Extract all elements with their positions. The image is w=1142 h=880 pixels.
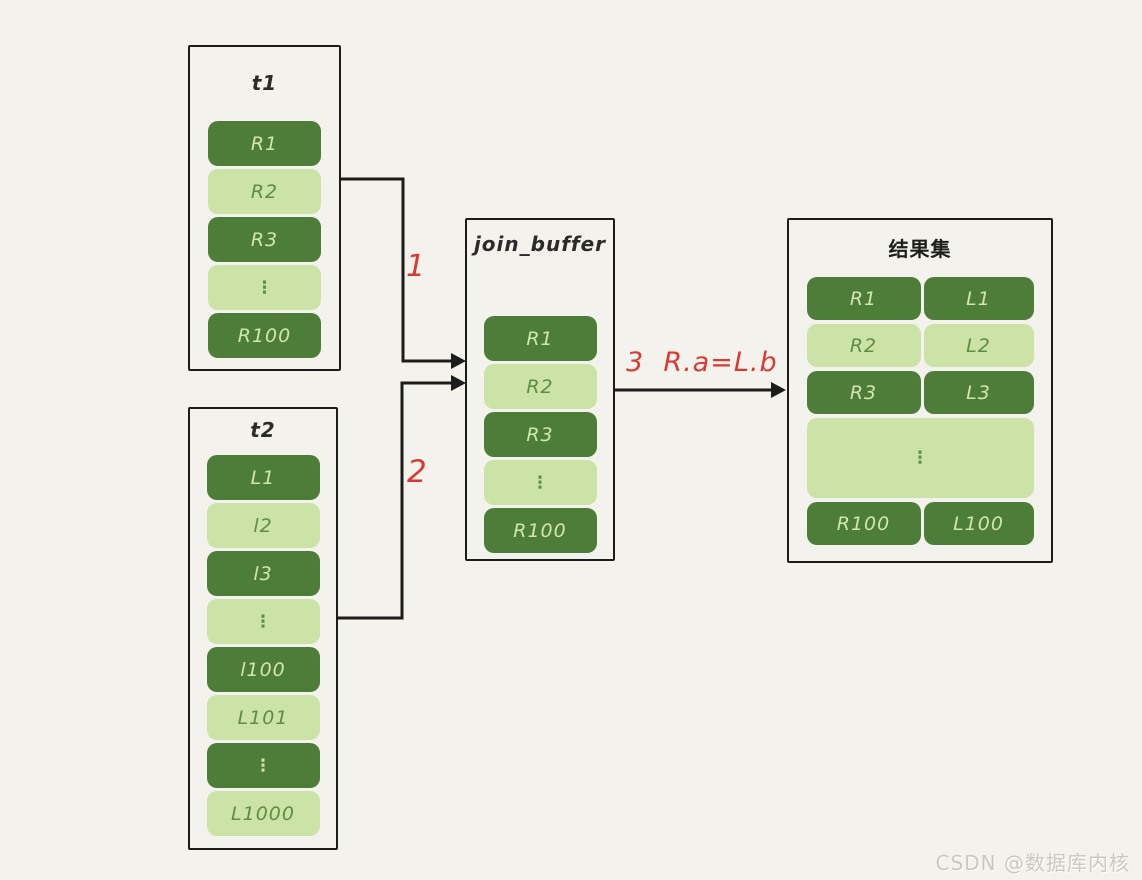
table-t1-box: t1 R1 R2 R3 ⋮ R100 [188, 45, 341, 371]
result-row-1: R1 L1 [806, 277, 1034, 320]
t1-row-r100: R100 [208, 313, 321, 358]
result-row-1-left: R1 [806, 277, 921, 320]
arrow-2-head-icon [451, 375, 466, 391]
t1-row-r1: R1 [208, 121, 321, 166]
result-row-100-right: L100 [923, 502, 1034, 545]
table-t2-title: t2 [250, 418, 276, 442]
result-row-2-right: L2 [923, 324, 1034, 367]
result-row-2-left: R2 [806, 324, 921, 367]
jb-row-ellipsis: ⋮ [483, 460, 597, 505]
result-row-ellipsis: ⋮ [806, 418, 1034, 498]
t2-row-ellipsis-2: ⋮ [206, 743, 320, 788]
step-1-label: 1 [406, 249, 426, 284]
t2-row-l2: l2 [206, 503, 320, 548]
table-t2-box: t2 L1 l2 l3 ⋮ l100 L101 ⋮ L1000 [188, 407, 338, 850]
watermark: CSDN @数据库内核 [935, 851, 1130, 875]
t2-row-ellipsis-1: ⋮ [206, 599, 320, 644]
result-set-title: 结果集 [888, 237, 952, 261]
t2-row-l3: l3 [206, 551, 320, 596]
t2-row-l1000: L1000 [206, 791, 320, 836]
t2-row-l1: L1 [206, 455, 320, 500]
join-buffer-title: join_buffer [473, 232, 607, 256]
t2-row-l100: l100 [206, 647, 320, 692]
step-2-label: 2 [407, 454, 427, 490]
jb-row-r100: R100 [483, 508, 597, 553]
jb-row-r2: R2 [483, 364, 597, 409]
result-row-3-right: L3 [923, 371, 1034, 414]
result-set-rows: R1 L1 R2 L2 R3 L3 ⋮ R100 L100 [789, 277, 1051, 545]
t1-row-r3: R3 [208, 217, 321, 262]
join-buffer-box: join_buffer R1 R2 R3 ⋮ R100 [465, 218, 615, 561]
arrow-1-line [340, 177, 452, 363]
result-row-2: R2 L2 [806, 324, 1034, 367]
result-row-100: R100 L100 [806, 502, 1034, 545]
result-row-1-right: L1 [923, 277, 1034, 320]
t2-row-l101: L101 [206, 695, 320, 740]
table-t2-rows: L1 l2 l3 ⋮ l100 L101 ⋮ L1000 [190, 455, 336, 836]
result-row-100-left: R100 [806, 502, 921, 545]
table-t1-rows: R1 R2 R3 ⋮ R100 [190, 121, 339, 358]
table-t1-title: t1 [251, 71, 278, 95]
t1-row-ellipsis: ⋮ [208, 265, 321, 310]
jb-row-r3: R3 [483, 412, 597, 457]
arrow-3-head-icon [771, 382, 786, 398]
arrow-1-head-icon [451, 353, 466, 369]
jb-row-r1: R1 [483, 316, 597, 361]
arrow-2-line [337, 381, 452, 620]
result-row-3: R3 L3 [806, 371, 1034, 414]
join-buffer-rows: R1 R2 R3 ⋮ R100 [467, 316, 613, 553]
result-set-box: 结果集 R1 L1 R2 L2 R3 L3 ⋮ R100 L100 [787, 218, 1053, 563]
t1-row-r2: R2 [208, 169, 321, 214]
result-row-3-left: R3 [806, 371, 921, 414]
step-3-condition-label: 3 R.a=L.b [626, 347, 778, 378]
